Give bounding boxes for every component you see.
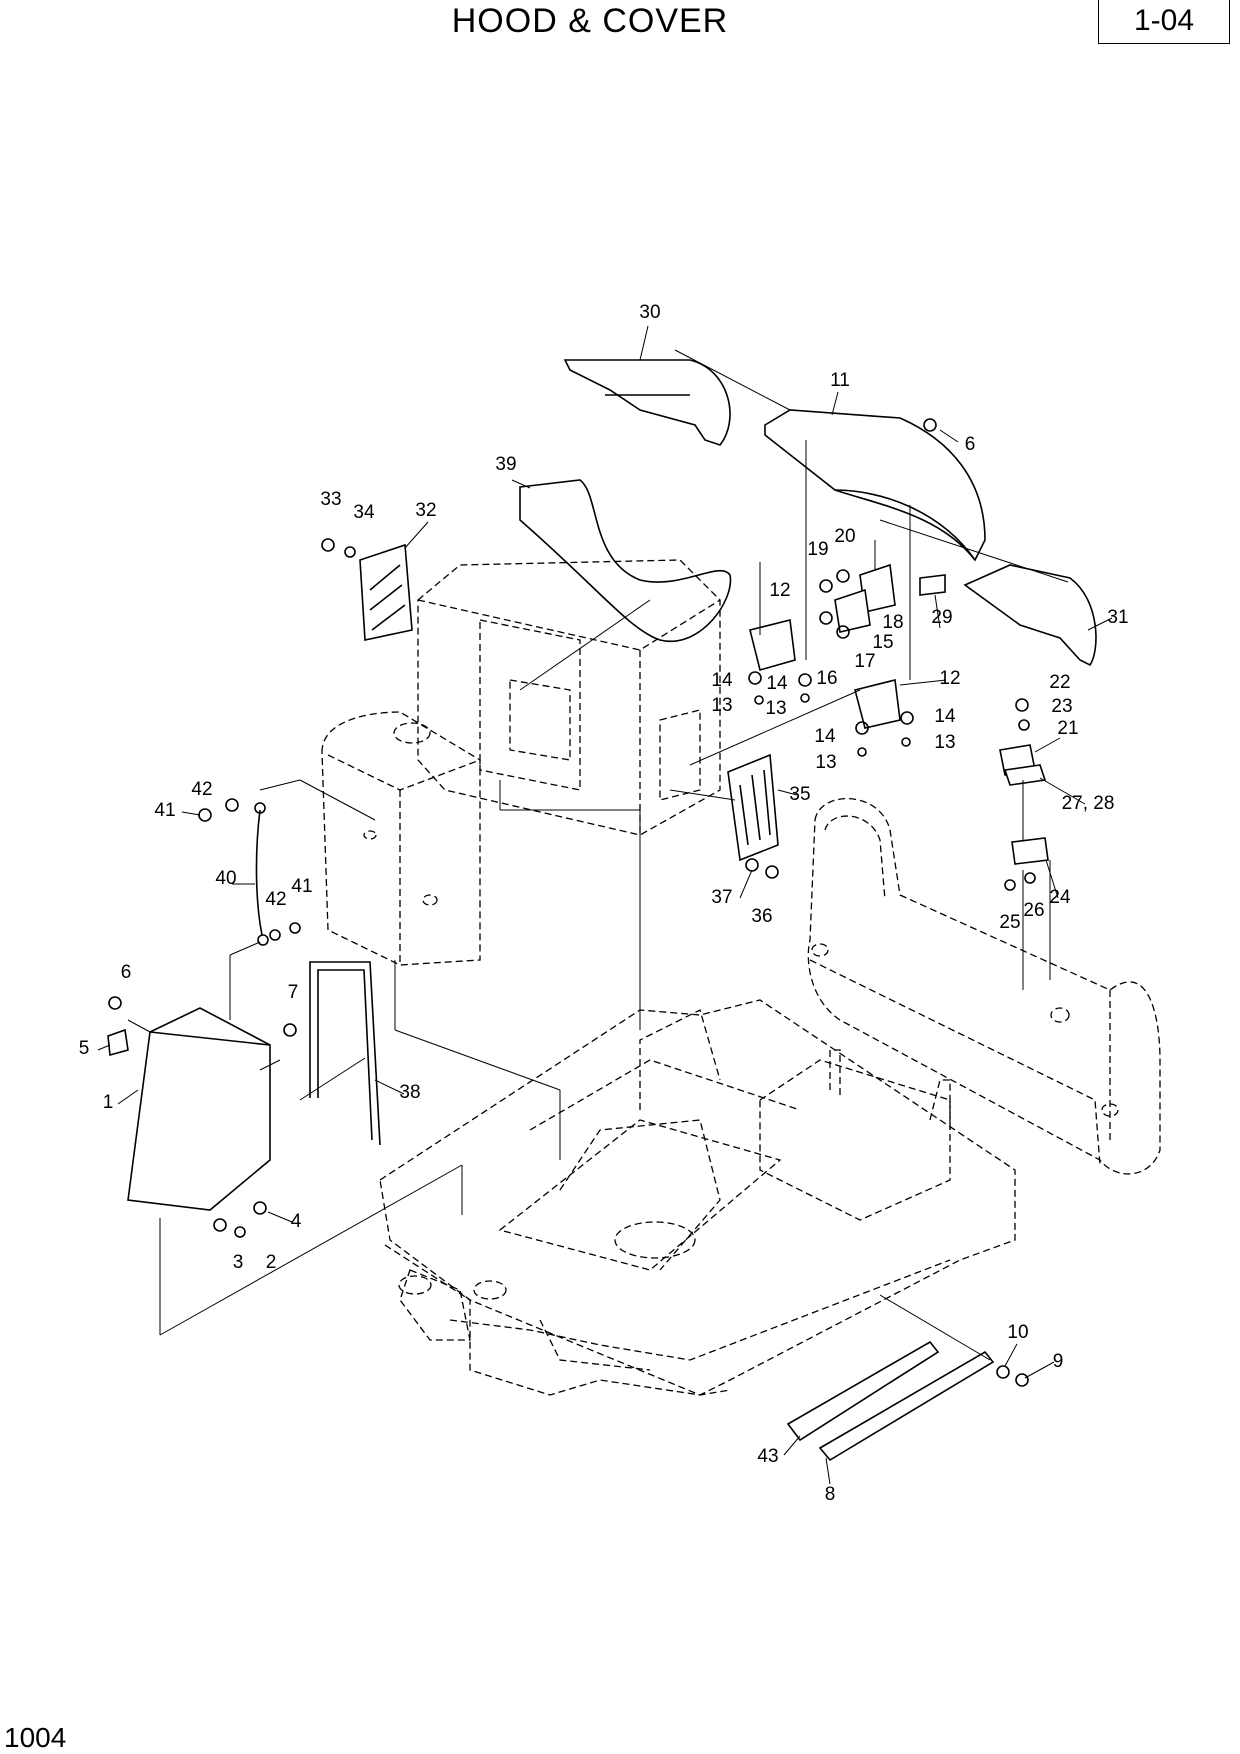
callout-8: 8 bbox=[825, 1484, 836, 1505]
page-title: HOOD & COVER bbox=[451, 2, 729, 40]
grille-35-slats bbox=[739, 769, 771, 846]
callout-12: 12 bbox=[939, 668, 960, 689]
side-cover-1 bbox=[127, 1007, 271, 1211]
callout-38: 38 bbox=[399, 1082, 420, 1103]
callout-27-28: 27, 28 bbox=[1062, 793, 1115, 814]
callout-11: 11 bbox=[830, 370, 850, 391]
callout-14: 14 bbox=[814, 726, 836, 747]
callout-1: 1 bbox=[103, 1092, 114, 1113]
wire-40-eye-top bbox=[254, 802, 266, 814]
callout-2: 2 bbox=[266, 1252, 277, 1273]
callout-12: 12 bbox=[769, 580, 790, 601]
callout-13: 13 bbox=[934, 732, 955, 753]
callout-22: 22 bbox=[1049, 672, 1070, 693]
grille-32-slats bbox=[369, 564, 406, 631]
upper-frame-outline bbox=[379, 999, 1016, 1396]
callout-26: 26 bbox=[1023, 900, 1044, 921]
side-cover-1-edge bbox=[149, 1031, 271, 1046]
under-cover-8 bbox=[818, 1350, 995, 1462]
callout-40: 40 bbox=[215, 868, 236, 889]
callout-41: 41 bbox=[291, 876, 312, 897]
handle-38-inner bbox=[317, 969, 373, 1141]
counterweight-outline bbox=[807, 798, 1161, 1175]
callout-24: 24 bbox=[1049, 887, 1071, 908]
callout-4: 4 bbox=[291, 1211, 302, 1232]
latch-plate-29 bbox=[919, 574, 946, 596]
bracket-24 bbox=[1011, 837, 1049, 865]
callout-14: 14 bbox=[934, 706, 956, 727]
callout-14: 14 bbox=[711, 670, 733, 691]
wire-40-eye-bottom bbox=[257, 934, 269, 946]
grille-32 bbox=[359, 543, 413, 641]
callout-20: 20 bbox=[834, 526, 855, 547]
callout-13: 13 bbox=[815, 752, 836, 773]
callout-41: 41 bbox=[154, 800, 175, 821]
plate-27-28 bbox=[1003, 764, 1047, 786]
callout-21: 21 bbox=[1057, 718, 1078, 739]
grille-35 bbox=[727, 753, 779, 862]
callout-34: 34 bbox=[353, 502, 375, 523]
bracket-12-lower bbox=[854, 679, 901, 729]
callout-36: 36 bbox=[751, 906, 772, 927]
callout-35: 35 bbox=[789, 784, 810, 805]
callout-37: 37 bbox=[711, 887, 732, 908]
callout-42: 42 bbox=[191, 779, 212, 800]
fuel-tank-outline bbox=[321, 711, 481, 966]
callout-29: 29 bbox=[931, 607, 952, 628]
page-number: 1004 bbox=[4, 1722, 67, 1753]
hydraulic-tank-outline bbox=[417, 559, 721, 836]
engine-hood-11 bbox=[764, 409, 986, 562]
handle-38 bbox=[309, 961, 381, 1146]
callout-18: 18 bbox=[882, 612, 903, 633]
callout-9: 9 bbox=[1053, 1351, 1064, 1372]
callout-30: 30 bbox=[639, 302, 660, 323]
callout-39: 39 bbox=[495, 454, 516, 475]
callout-15: 15 bbox=[872, 632, 893, 653]
callout-16: 16 bbox=[816, 668, 837, 689]
callout-6: 6 bbox=[965, 434, 976, 455]
callout-leaders bbox=[97, 325, 1113, 1485]
callout-17: 17 bbox=[854, 651, 875, 672]
hood-cover-30 bbox=[563, 359, 731, 446]
bracket-5 bbox=[107, 1028, 129, 1057]
callout-6: 6 bbox=[121, 962, 132, 983]
fasteners bbox=[108, 418, 1036, 1387]
callout-3: 3 bbox=[233, 1252, 244, 1273]
callout-32: 32 bbox=[415, 500, 436, 521]
section-number-box: 1-04 bbox=[1098, 0, 1230, 44]
callout-13: 13 bbox=[711, 695, 732, 716]
side-cover-31 bbox=[963, 564, 1097, 667]
striker-15 bbox=[834, 588, 871, 633]
wire-40 bbox=[255, 809, 263, 936]
callout-33: 33 bbox=[320, 489, 341, 510]
callout-10: 10 bbox=[1007, 1322, 1028, 1343]
callout-13: 13 bbox=[765, 698, 786, 719]
reference-lines bbox=[127, 349, 1069, 1361]
seal-strip-39 bbox=[519, 479, 732, 643]
engine-hood-11-edge bbox=[834, 489, 976, 561]
callout-19: 19 bbox=[807, 539, 828, 560]
callout-7: 7 bbox=[288, 982, 299, 1003]
callout-43: 43 bbox=[757, 1446, 778, 1467]
callout-25: 25 bbox=[999, 912, 1020, 933]
callout-31: 31 bbox=[1107, 607, 1128, 628]
under-cover-43 bbox=[786, 1340, 940, 1442]
callout-42: 42 bbox=[265, 889, 286, 910]
callout-23: 23 bbox=[1051, 696, 1072, 717]
callout-5: 5 bbox=[79, 1038, 90, 1059]
callout-14: 14 bbox=[766, 673, 788, 694]
bracket-12-upper bbox=[749, 619, 796, 671]
